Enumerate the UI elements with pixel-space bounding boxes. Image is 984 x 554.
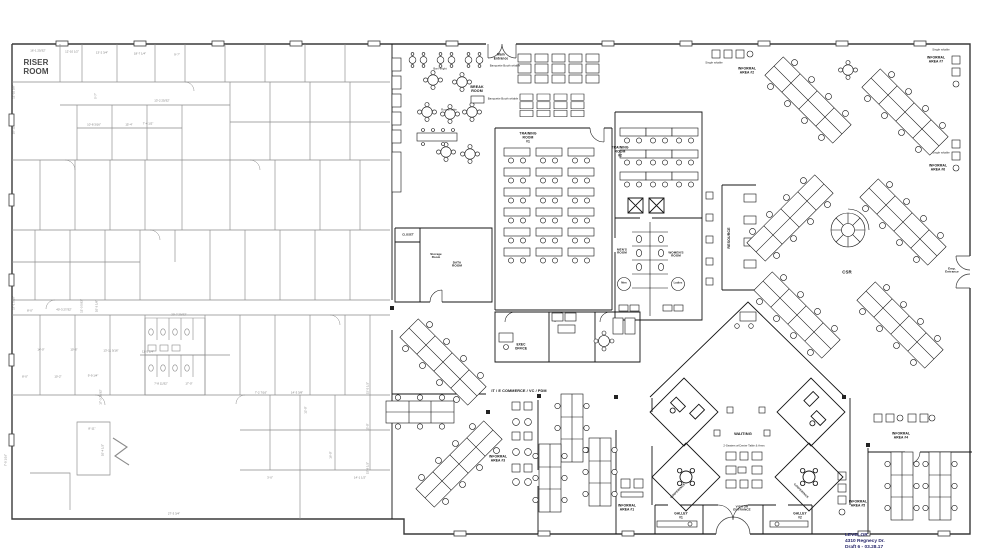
title-block: LEVELOR 4310 Regnecy Dr. Draft 6 - 03.28… [845,533,955,552]
title-address: 4310 Regnecy Dr. [845,539,885,545]
right-wing-furniture [385,49,961,528]
diamond-offices [649,377,846,512]
left-wing-restroom [144,317,206,396]
perimeter-columns [8,40,951,537]
structural-columns [390,306,870,447]
title-revision: Draft 6 - 03.28.17 [845,545,884,551]
title-company: LEVELOR [845,533,868,538]
left-wing-walls [12,44,390,519]
building-outline [11,43,971,535]
spiral-stair-icon [830,208,870,248]
